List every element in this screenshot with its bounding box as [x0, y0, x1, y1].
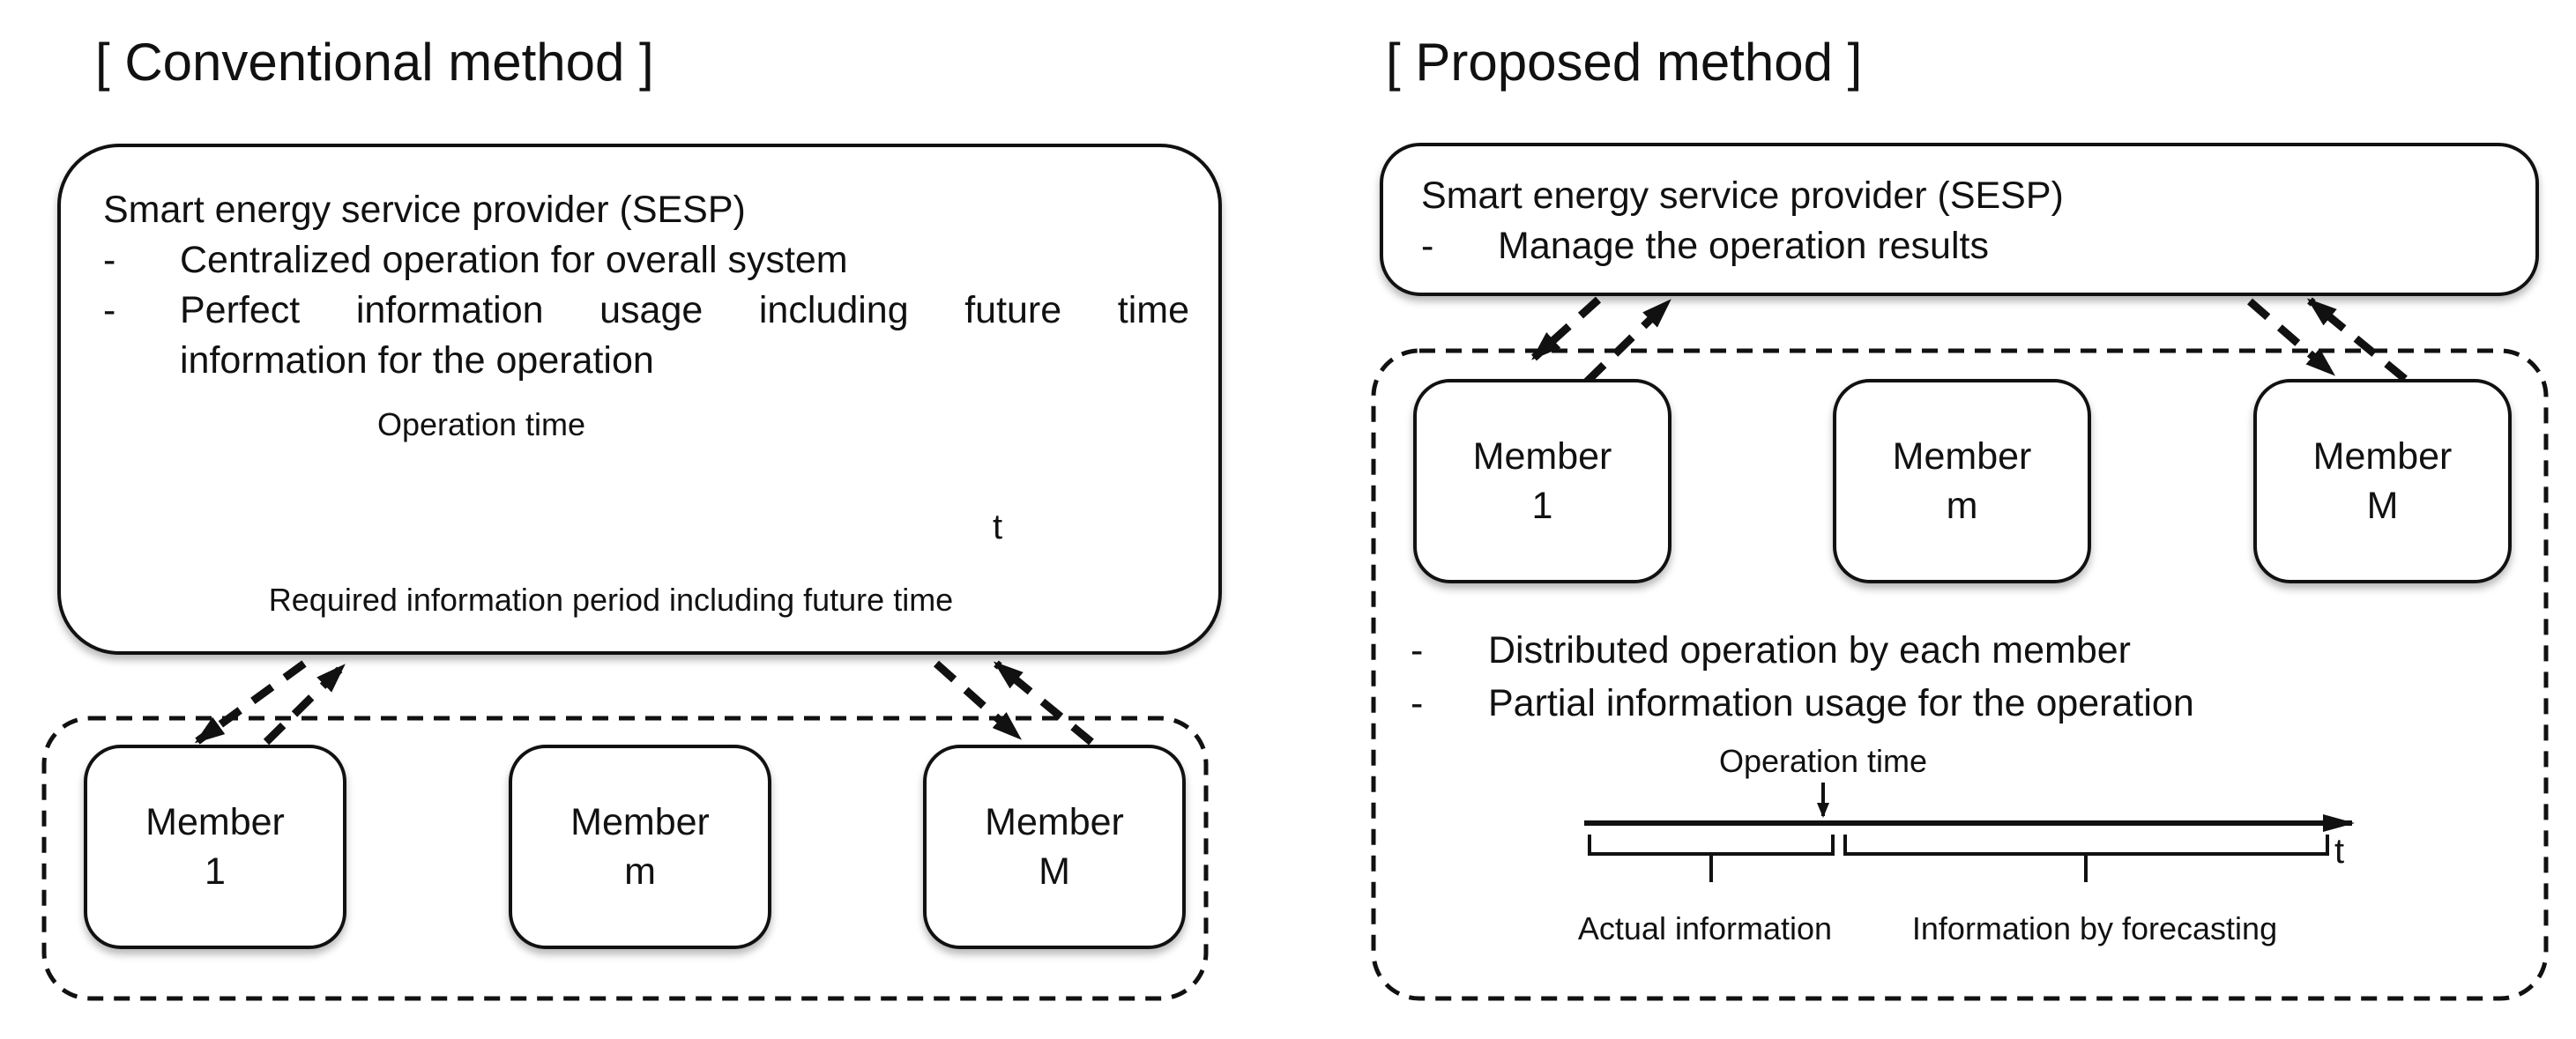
- group-bullet2: - Partial information usage for the oper…: [1411, 677, 2530, 730]
- arrow-memberM-to-sesp-right: [2306, 297, 2408, 382]
- arrow-member1-to-sesp-left: [263, 663, 346, 746]
- actual-information-brace: [1588, 835, 1835, 882]
- member-index: M: [2366, 485, 2399, 527]
- member-box-m-right: Member m: [1833, 379, 2091, 583]
- bullet-dash: -: [103, 239, 116, 281]
- arrow-memberM-to-sesp-left: [993, 660, 1094, 746]
- arrow-sesp-to-member1-right: [1530, 296, 1602, 361]
- member-group-border-right: [1371, 348, 2549, 1001]
- bullet-text: Distributed operation by each member: [1488, 629, 2131, 672]
- bullet-text: Centralized operation for overall system: [180, 239, 848, 281]
- member-box-1-left: Member 1: [84, 745, 346, 949]
- sesp-box-right: [1380, 143, 2539, 296]
- bullet-dash: -: [1411, 629, 1424, 672]
- member-word: Member: [1892, 435, 2032, 478]
- member-box-m-left: Member m: [509, 745, 771, 949]
- sesp-box-right-text: Smart energy service provider (SESP) - M…: [1421, 171, 2514, 271]
- member-word: Member: [570, 801, 710, 843]
- sesp-left-bullet2: - Perfect information usage including fu…: [103, 286, 1189, 386]
- arrow-sesp-to-memberM-left: [934, 660, 1022, 741]
- operation-time-label-right: Operation time: [1718, 743, 1928, 779]
- bullet-text: Partial information usage for the operat…: [1488, 682, 2194, 724]
- member-group-border-left: [41, 716, 1209, 1001]
- member-word: Member: [2312, 435, 2453, 478]
- member-index: 1: [205, 850, 226, 893]
- member-box-M-left: Member M: [923, 745, 1186, 949]
- bullet-text: Manage the operation results: [1498, 225, 1989, 267]
- proposed-method-title: [ Proposed method ]: [1386, 33, 1863, 92]
- bullet2-line1: Perfect information usage including futu…: [180, 289, 1189, 331]
- member-box-M-right: Member M: [2253, 379, 2512, 583]
- sesp-heading-left: Smart energy service provider (SESP): [103, 189, 746, 231]
- member-word: Member: [145, 801, 285, 843]
- member-word: Member: [985, 801, 1124, 843]
- operation-time-label-left: Operation time: [376, 406, 586, 442]
- member-index: M: [1039, 850, 1070, 893]
- sesp-left-bullet1: - Centralized operation for overall syst…: [103, 235, 1189, 286]
- arrow-sesp-to-member1-left: [194, 660, 307, 745]
- member-word: Member: [1472, 435, 1612, 478]
- member-index: m: [624, 850, 656, 893]
- sesp-box-left: [57, 144, 1222, 655]
- member-index: 1: [1531, 485, 1553, 527]
- information-by-forecasting-label: Information by forecasting: [1911, 910, 2278, 946]
- arrow-sesp-to-memberM-right: [2247, 298, 2336, 377]
- bullet2-line2: information for the operation: [180, 339, 654, 382]
- group-bullets-right: - Distributed operation by each member -…: [1411, 624, 2530, 730]
- actual-information-label: Actual information: [1577, 910, 1833, 946]
- group-bullet1: - Distributed operation by each member: [1411, 624, 2530, 677]
- sesp-box-left-text: Smart energy service provider (SESP) - C…: [103, 185, 1189, 386]
- member-index: m: [1946, 485, 1978, 527]
- sesp-right-bullet1: - Manage the operation results: [1421, 221, 2514, 271]
- sesp-heading-right: Smart energy service provider (SESP): [1421, 174, 2064, 217]
- time-axis-label-right: t: [2334, 832, 2345, 871]
- required-information-caption: Required information period including fu…: [268, 582, 954, 618]
- member-box-1-right: Member 1: [1413, 379, 1671, 583]
- bullet-dash: -: [1411, 682, 1424, 724]
- arrow-member1-to-sesp-right: [1583, 298, 1672, 385]
- bullet-dash: -: [1421, 225, 1434, 267]
- forecast-information-brace: [1843, 835, 2329, 882]
- time-axis-label-left: t: [993, 508, 1003, 546]
- bullet-dash: -: [103, 289, 116, 331]
- bullet-text-wrap: Perfect information usage including futu…: [180, 286, 1189, 386]
- conventional-method-title: [ Conventional method ]: [95, 33, 654, 92]
